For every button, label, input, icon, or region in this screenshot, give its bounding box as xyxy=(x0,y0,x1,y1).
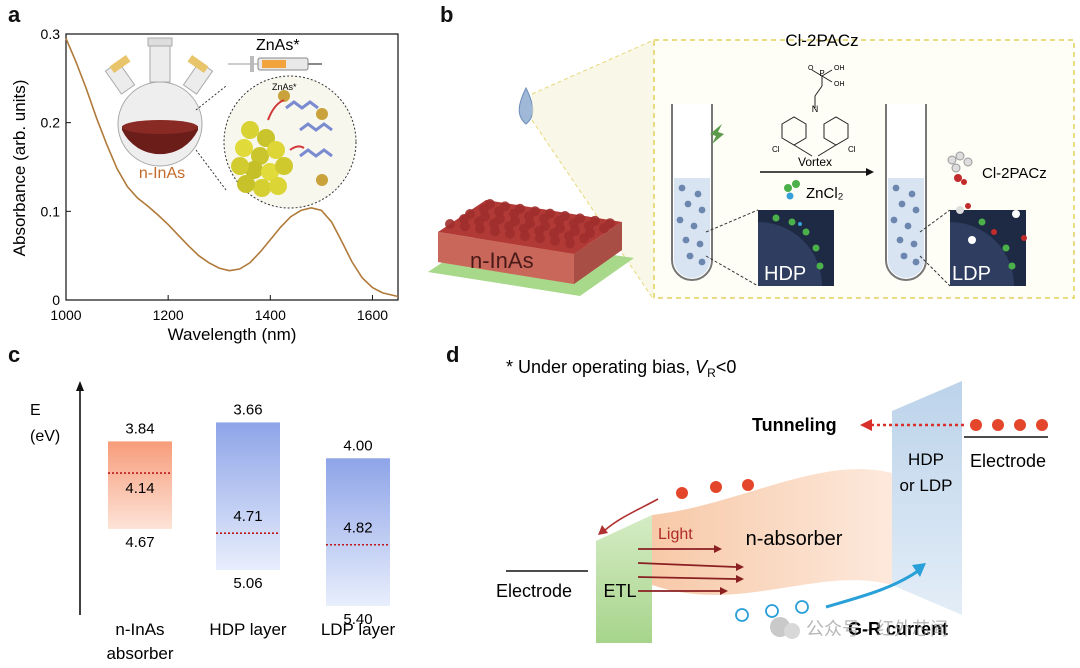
hdp-layer-block xyxy=(892,381,962,615)
tunneling-label: Tunneling xyxy=(752,415,837,435)
light-label: Light xyxy=(658,526,693,543)
band-diagram: * Under operating bias, VR<0 HDP or LDP … xyxy=(496,357,1048,643)
nanocrystal-cluster xyxy=(231,90,333,197)
y-tick-label: 0.1 xyxy=(41,203,61,219)
panel-c-letter: c xyxy=(8,342,21,367)
holes xyxy=(735,600,809,622)
bias-note: * Under operating bias, VR<0 xyxy=(506,357,736,380)
ldp-zoom xyxy=(950,203,1027,286)
etl-block xyxy=(596,515,652,643)
electron-drift-arrow xyxy=(603,498,659,532)
band-bar xyxy=(326,458,390,606)
flask-icon xyxy=(104,37,214,167)
column-label: LDP layer xyxy=(321,620,396,639)
absorber-label: n-absorber xyxy=(746,528,843,550)
ligand-label-right: Cl-2PACz xyxy=(982,165,1047,182)
atom-n: N xyxy=(812,104,819,114)
electrode-electrons xyxy=(970,419,1048,431)
chart-ticks: 1000 1200 1400 1600 0 0.1 0.2 0.3 xyxy=(41,26,389,323)
band-bottom-value: 5.06 xyxy=(233,575,262,592)
salt-label: ZnCl₂ xyxy=(806,185,844,202)
ligand-molecule-icon xyxy=(947,151,973,185)
fermi-value: 4.71 xyxy=(233,508,262,525)
y-axis-label: Absorbance (arb. units) xyxy=(10,80,29,257)
arrow-icon xyxy=(710,124,724,144)
fermi-value: 4.82 xyxy=(343,520,372,537)
y-tick-label: 0.3 xyxy=(41,26,61,42)
gr-current-arrow xyxy=(825,569,919,609)
atom-oh-1: OH xyxy=(834,65,845,72)
gr-current-label: G-R current xyxy=(848,619,948,639)
atom-p: P xyxy=(819,69,824,78)
reaction-label: Vortex xyxy=(798,155,832,169)
x-tick-label: 1400 xyxy=(255,307,286,323)
hdp-block-label-2: or LDP xyxy=(900,476,953,495)
absorbance-line xyxy=(65,38,399,298)
watermark-icon xyxy=(770,617,800,639)
absorber-electrons xyxy=(676,479,754,499)
band-bar xyxy=(108,441,172,529)
x-tick-label: 1200 xyxy=(153,307,184,323)
hdp-block-label-1: HDP xyxy=(908,450,944,469)
band-top-value: 3.84 xyxy=(125,420,154,437)
hdp-zoom xyxy=(758,210,834,286)
energy-axis-label: E xyxy=(30,402,41,419)
panel-a-letter: a xyxy=(8,2,21,27)
band-top-value: 4.00 xyxy=(343,437,372,454)
tube-right xyxy=(885,104,927,281)
electrode-left-label: Electrode xyxy=(496,581,572,601)
atom-cl-1: Cl xyxy=(772,145,780,154)
column-label-2: absorber xyxy=(106,644,173,663)
atom-oh-2: OH xyxy=(834,81,845,88)
film-label: n-InAs xyxy=(470,248,534,273)
absorber-band xyxy=(652,469,892,595)
watermark-text: 公众号 · 红外芯闻 xyxy=(806,619,948,639)
flask-inset: ZnAs* n-InAs xyxy=(104,37,357,209)
panel-d-letter: d xyxy=(446,342,460,367)
fermi-value: 4.14 xyxy=(125,480,154,497)
band-columns: 3.84 4.14 4.67 n-InAs absorber 3.66 4.71 5.06HD… xyxy=(106,401,395,663)
band-bottom-value: 4.67 xyxy=(125,534,154,551)
x-tick-label: 1000 xyxy=(50,307,81,323)
zncl2-icon xyxy=(784,180,800,200)
ldp-label: LDP xyxy=(952,263,991,285)
plot-frame xyxy=(65,33,399,301)
syringe-label: ZnAs* xyxy=(256,37,300,54)
etl-label: ETL xyxy=(603,581,636,601)
cl2pacz-structure xyxy=(781,69,849,157)
ligand-label: Cl-2PACz xyxy=(785,31,858,50)
column-label: n-InAs xyxy=(115,620,164,639)
hdp-label: HDP xyxy=(764,263,806,285)
panel-b-letter: b xyxy=(440,2,454,27)
zoom-label: ZnAs* xyxy=(272,82,297,92)
droplet-icon xyxy=(518,86,534,125)
column-label: HDP layer xyxy=(209,620,286,639)
band-bar xyxy=(216,422,280,571)
atom-cl-2: Cl xyxy=(848,145,856,154)
light-arrows xyxy=(637,548,737,592)
atom-o: O xyxy=(808,65,814,72)
absorbance-chart: 1000 1200 1400 1600 0 0.1 0.2 0.3 Wavelength (n… xyxy=(10,26,399,344)
energy-level-diagram: E (eV) 3.84 4.14 4.67 n-InAs absorber 3.66 4.7… xyxy=(30,381,396,663)
band-top-value: 3.66 xyxy=(233,401,262,418)
energy-axis-unit: (eV) xyxy=(30,428,60,445)
band-bottom-value: 5.40 xyxy=(343,611,372,628)
electrode-right-label: Electrode xyxy=(970,451,1046,471)
ligand-exchange-schematic: n-InAs HDP N P O OH OH Cl Cl Cl-2PACz V xyxy=(428,31,1075,301)
chart-axes xyxy=(65,33,399,301)
syringe-icon xyxy=(228,56,322,72)
film-particles xyxy=(445,199,615,249)
x-tick-label: 1600 xyxy=(357,307,388,323)
inas-film xyxy=(428,199,634,296)
tube-left xyxy=(671,104,724,281)
y-tick-label: 0.2 xyxy=(41,115,61,131)
x-axis-label: Wavelength (nm) xyxy=(168,325,297,344)
flask-label: n-InAs xyxy=(139,165,185,182)
y-tick-label: 0 xyxy=(52,292,60,308)
